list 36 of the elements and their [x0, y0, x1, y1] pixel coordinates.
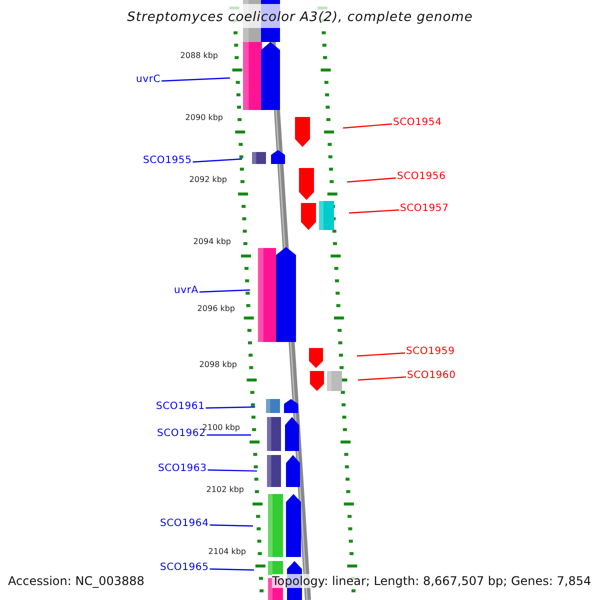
- gene-label: SCO1957: [400, 203, 449, 215]
- leader-line: [358, 376, 406, 381]
- leader-line: [206, 434, 251, 436]
- tick-label: 2096 kbp: [197, 304, 235, 313]
- tick-label: 2090 kbp: [185, 113, 223, 122]
- tick-label: 2102 kbp: [206, 485, 244, 494]
- gene-label: uvrC: [136, 74, 161, 86]
- gene-label: uvrA: [174, 285, 198, 297]
- leader-line: [342, 123, 392, 129]
- gene-label: SCO1965: [160, 562, 209, 574]
- gene-label: SCO1956: [397, 171, 446, 183]
- leader-line: [210, 524, 254, 527]
- gene-label: SCO1961: [156, 401, 205, 413]
- title: Streptomyces coelicolor A3(2), complete genome: [126, 10, 474, 25]
- tick-label: 2088 kbp: [180, 51, 218, 60]
- gene-label: SCO1954: [393, 117, 442, 129]
- leader-line: [192, 158, 242, 163]
- tick-label: 2104 kbp: [208, 547, 246, 556]
- leader-line: [199, 289, 250, 293]
- leader-line: [348, 209, 400, 214]
- leader-line: [206, 406, 256, 409]
- gene-label: SCO1964: [160, 518, 209, 530]
- footer-text: Topology: linear; Length: 8,667,507 bp; Genes: 7,854: [272, 574, 592, 588]
- gene-label: SCO1960: [407, 370, 456, 382]
- footer-text: Accession: NC_003888: [8, 574, 144, 588]
- leader-line: [210, 568, 254, 571]
- gene-label: SCO1955: [143, 155, 192, 167]
- gene-label: SCO1959: [406, 346, 455, 358]
- gene-label: SCO1963: [158, 463, 207, 475]
- leader-line: [208, 469, 258, 472]
- leader-line: [356, 352, 406, 357]
- tick-label: 2098 kbp: [199, 360, 237, 369]
- leader-line: [162, 77, 230, 82]
- tick-label: 2092 kbp: [189, 175, 227, 184]
- leader-line: [346, 177, 396, 183]
- tick-label: 2094 kbp: [193, 237, 231, 246]
